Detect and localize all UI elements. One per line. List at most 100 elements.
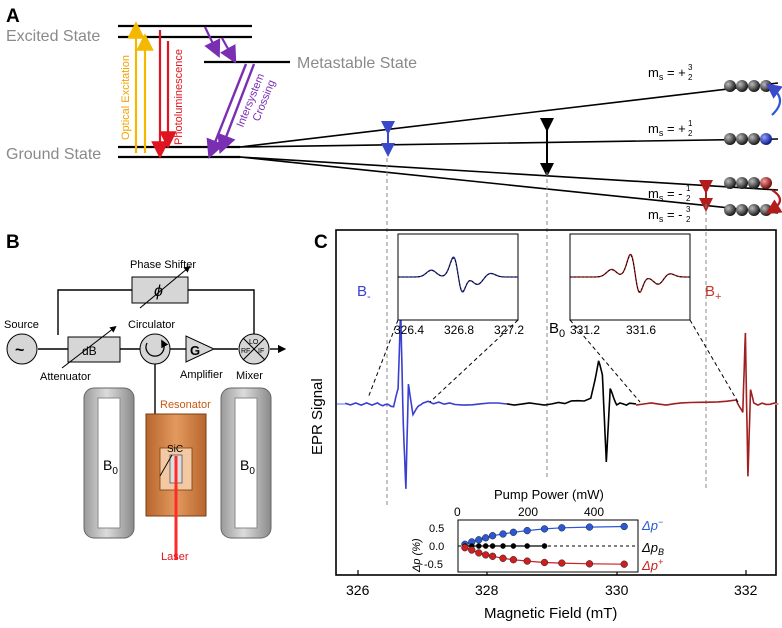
power-inset-point-2-7 xyxy=(523,557,531,565)
attenuator-arrow xyxy=(61,325,117,369)
x-tick-label-0: 326 xyxy=(346,582,370,598)
power-inset-point-1-2 xyxy=(475,543,482,549)
power-inset-data xyxy=(461,522,628,568)
svg-text:2: 2 xyxy=(688,73,693,82)
power-inset-ylabel: Δp (%) xyxy=(411,538,423,573)
phase-shifter-label: Phase Shifter xyxy=(130,259,196,271)
power-inset-y-tick-2: -0.5 xyxy=(424,559,443,571)
legend-delta-p-plus: Δp+ xyxy=(641,557,663,573)
power-inset-point-1-6 xyxy=(510,543,517,549)
svg-text:3: 3 xyxy=(686,205,691,214)
circulator-label: Circulator xyxy=(128,319,175,331)
ms-level-label-1: ms = + 1 2 xyxy=(648,119,693,138)
circulator-icon xyxy=(139,333,171,365)
inset-left-tick-0: 326.4 xyxy=(394,323,424,337)
resonator-label: Resonator xyxy=(160,399,211,411)
power-inset-y-tick-0: 0.5 xyxy=(429,523,444,535)
spin-cluster-ms-minus-1-2 xyxy=(724,177,772,189)
x-tick-label-2: 330 xyxy=(605,582,629,598)
magnet-right-label: B0 xyxy=(240,457,255,477)
power-inset-point-0-3 xyxy=(482,534,490,542)
isc-arrow-4 xyxy=(217,63,256,154)
power-inset-point-2-9 xyxy=(558,559,566,567)
power-inset-point-2-10 xyxy=(585,560,594,568)
zeeman-line-ms-plus-1-2 xyxy=(239,138,779,148)
power-inset-point-2-11 xyxy=(620,560,628,568)
power-inset-point-2-4 xyxy=(488,552,497,560)
excited-state-label: Excited State xyxy=(6,28,100,45)
attenuator-label: Attenuator xyxy=(40,371,91,383)
metastable-state-label: Metastable State xyxy=(297,55,417,72)
power-inset-point-0-5 xyxy=(499,530,507,538)
x-tick-label-1: 328 xyxy=(475,582,499,598)
svg-text:ms = +: ms = + xyxy=(648,65,686,82)
panel-c: C EPR Signal Magnetic Field (mT) 326 328… xyxy=(309,229,779,622)
svg-text:ms = -: ms = - xyxy=(648,186,683,203)
inset-left-fit xyxy=(398,257,518,292)
zeeman-line-ms-minus-3-2 xyxy=(239,156,779,214)
power-inset-point-0-8 xyxy=(540,525,549,533)
power-inset-point-2-5 xyxy=(499,554,507,562)
power-inset-point-2-2 xyxy=(475,549,483,557)
epr-traces xyxy=(337,309,779,489)
power-inset-point-2-3 xyxy=(482,551,490,559)
epr-trace-series-2 xyxy=(635,332,779,477)
panel-c-label: C xyxy=(314,232,328,253)
power-inset-point-2-1 xyxy=(468,546,476,554)
power-inset-point-2-6 xyxy=(509,556,518,564)
epr-trace-series-1 xyxy=(506,360,637,463)
mixer-rf-label: RF xyxy=(241,348,250,355)
power-inset-y-tick-1: 0.0 xyxy=(429,541,444,553)
phase-shifter-arrow xyxy=(139,265,191,309)
power-inset-point-0-2 xyxy=(475,536,483,544)
power-inset-point-1-7 xyxy=(524,543,531,549)
legend-delta-p-minus: Δp− xyxy=(641,517,663,533)
ms-level-label-2: ms = - 1 2 xyxy=(648,184,691,203)
ms-level-label-3: ms = - 3 2 xyxy=(648,205,691,224)
mixer-lo-label: LO xyxy=(249,339,259,346)
ms-level-label-0: ms = + 3 2 xyxy=(648,63,693,82)
svg-text:2: 2 xyxy=(688,129,693,138)
panel-b: B Phase Shifter ϕ Source ~ dB Attenuator… xyxy=(4,232,287,615)
power-inset-point-2-0 xyxy=(461,544,469,552)
svg-text:2: 2 xyxy=(686,215,691,224)
power-inset-point-1-3 xyxy=(482,543,489,549)
x-axis-ticks: 326 328 330 332 xyxy=(346,570,758,598)
power-inset-top-label: Pump Power (mW) xyxy=(494,487,604,502)
attenuator-box xyxy=(67,336,121,363)
power-inset-point-2-8 xyxy=(540,558,549,567)
power-inset-top-tick-0: 0 xyxy=(454,505,461,519)
source-symbol: ~ xyxy=(15,342,24,359)
power-inset-top-tick-2: 400 xyxy=(584,505,604,519)
power-inset-top-tick-1: 200 xyxy=(518,505,538,519)
b-plus-label: B+ xyxy=(705,283,721,303)
spin-cluster-ms-minus-3-2 xyxy=(724,204,772,216)
inset-left-zoom-line-2 xyxy=(429,319,519,403)
b0-peak-label: B0 xyxy=(549,320,565,340)
panel-b-label: B xyxy=(6,232,20,253)
spin-cluster-ms-plus-3-2 xyxy=(724,80,772,92)
amplifier-icon xyxy=(185,335,216,363)
zeeman-line-ms-minus-1-2 xyxy=(239,156,779,191)
panel-a-label: A xyxy=(6,6,20,27)
svg-text:2: 2 xyxy=(686,194,691,203)
circulator-arrow-icon xyxy=(145,339,169,357)
isc-arrow-2 xyxy=(220,37,237,64)
laser-label: Laser xyxy=(161,551,189,563)
mixer-if-label: IF xyxy=(258,348,264,355)
power-inset-point-1-5 xyxy=(500,543,506,549)
epr-ylabel: EPR Signal xyxy=(309,378,326,455)
svg-text:3: 3 xyxy=(688,63,693,72)
power-inset-point-0-4 xyxy=(488,532,497,540)
epr-trace-series-0 xyxy=(344,309,507,489)
epr-plot-frame xyxy=(335,229,777,576)
spin-cluster-ms-plus-1-2 xyxy=(724,133,772,145)
sic-label: SiC xyxy=(167,444,183,455)
power-inset-point-0-10 xyxy=(585,523,594,531)
power-inset-point-0-9 xyxy=(558,524,566,532)
mixer-label: Mixer xyxy=(236,370,263,382)
attenuator-symbol: dB xyxy=(82,344,97,358)
source-icon xyxy=(6,333,38,365)
source-label: Source xyxy=(4,319,39,331)
power-inset-point-0-6 xyxy=(509,528,518,536)
